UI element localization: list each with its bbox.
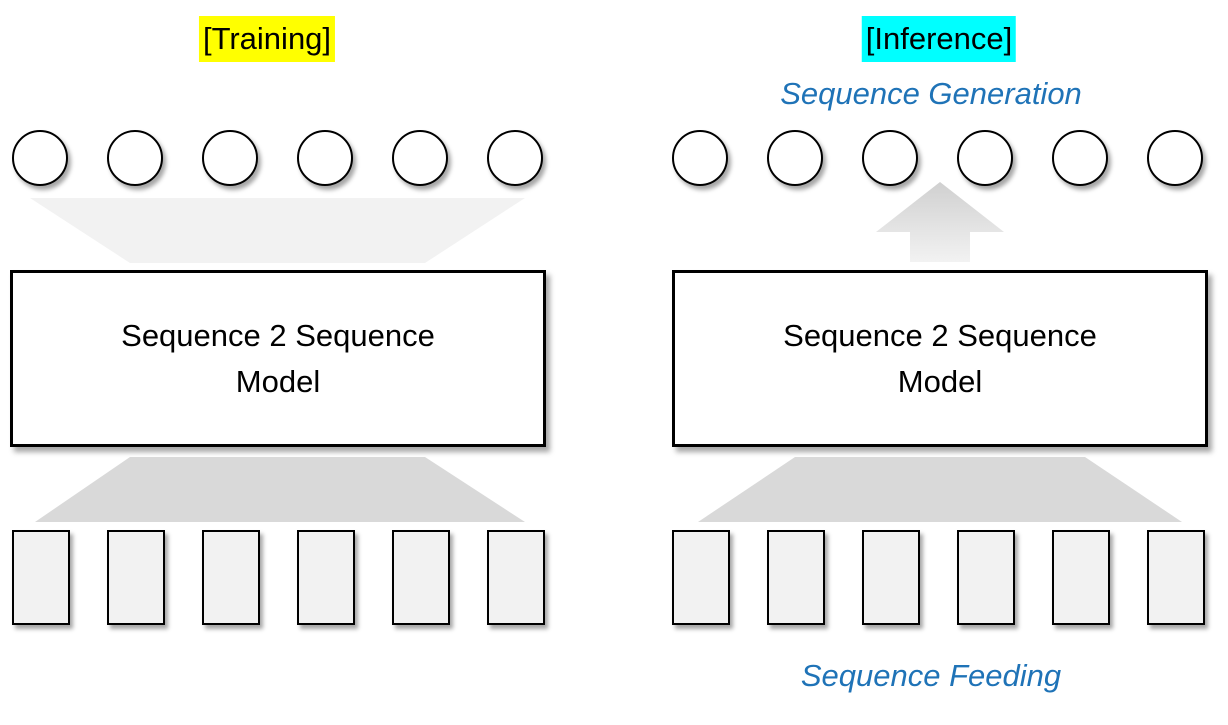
input-token-5 [392,530,450,625]
input-token-2 [107,530,165,625]
output-node-3 [202,130,258,186]
sequence-generation-caption: Sequence Generation [780,76,1082,111]
input-token-4 [297,530,355,625]
sequence-feeding-caption: Sequence Feeding [800,658,1062,693]
model-label-line1: Sequence 2 Sequence [783,317,1097,353]
inference-panel: [Inference] Sequence Generation Sequence… [660,0,1220,725]
generated-node-4 [957,130,1013,186]
output-node-1 [12,130,68,186]
fed-token-6 [1147,530,1205,625]
input-token-6 [487,530,545,625]
generated-node-5 [1052,130,1108,186]
generated-node-3 [862,130,918,186]
fed-token-2 [767,530,825,625]
fed-token-5 [1052,530,1110,625]
generated-node-6 [1147,130,1203,186]
fed-token-1 [672,530,730,625]
output-node-5 [392,130,448,186]
up-arrow-icon [876,182,1004,262]
input-token-1 [12,530,70,625]
model-label-line2: Model [897,363,983,399]
output-node-4 [297,130,353,186]
fed-token-3 [862,530,920,625]
model-label-line2: Model [235,363,321,399]
fed-token-4 [957,530,1015,625]
input-funnel-inference [698,457,1182,522]
inference-tag: [Inference] [861,16,1017,62]
training-panel: [Training] Sequence 2 Sequence Model [0,0,560,725]
input-funnel [35,457,525,522]
seq2seq-model-box: Sequence 2 Sequence Model [10,270,546,447]
generated-node-2 [767,130,823,186]
output-node-6 [487,130,543,186]
generated-node-1 [672,130,728,186]
output-node-2 [107,130,163,186]
training-tag: [Training] [198,16,336,62]
output-funnel [30,198,525,263]
model-label-line1: Sequence 2 Sequence [121,317,435,353]
input-token-3 [202,530,260,625]
seq2seq-model-box-inference: Sequence 2 Sequence Model [672,270,1208,447]
